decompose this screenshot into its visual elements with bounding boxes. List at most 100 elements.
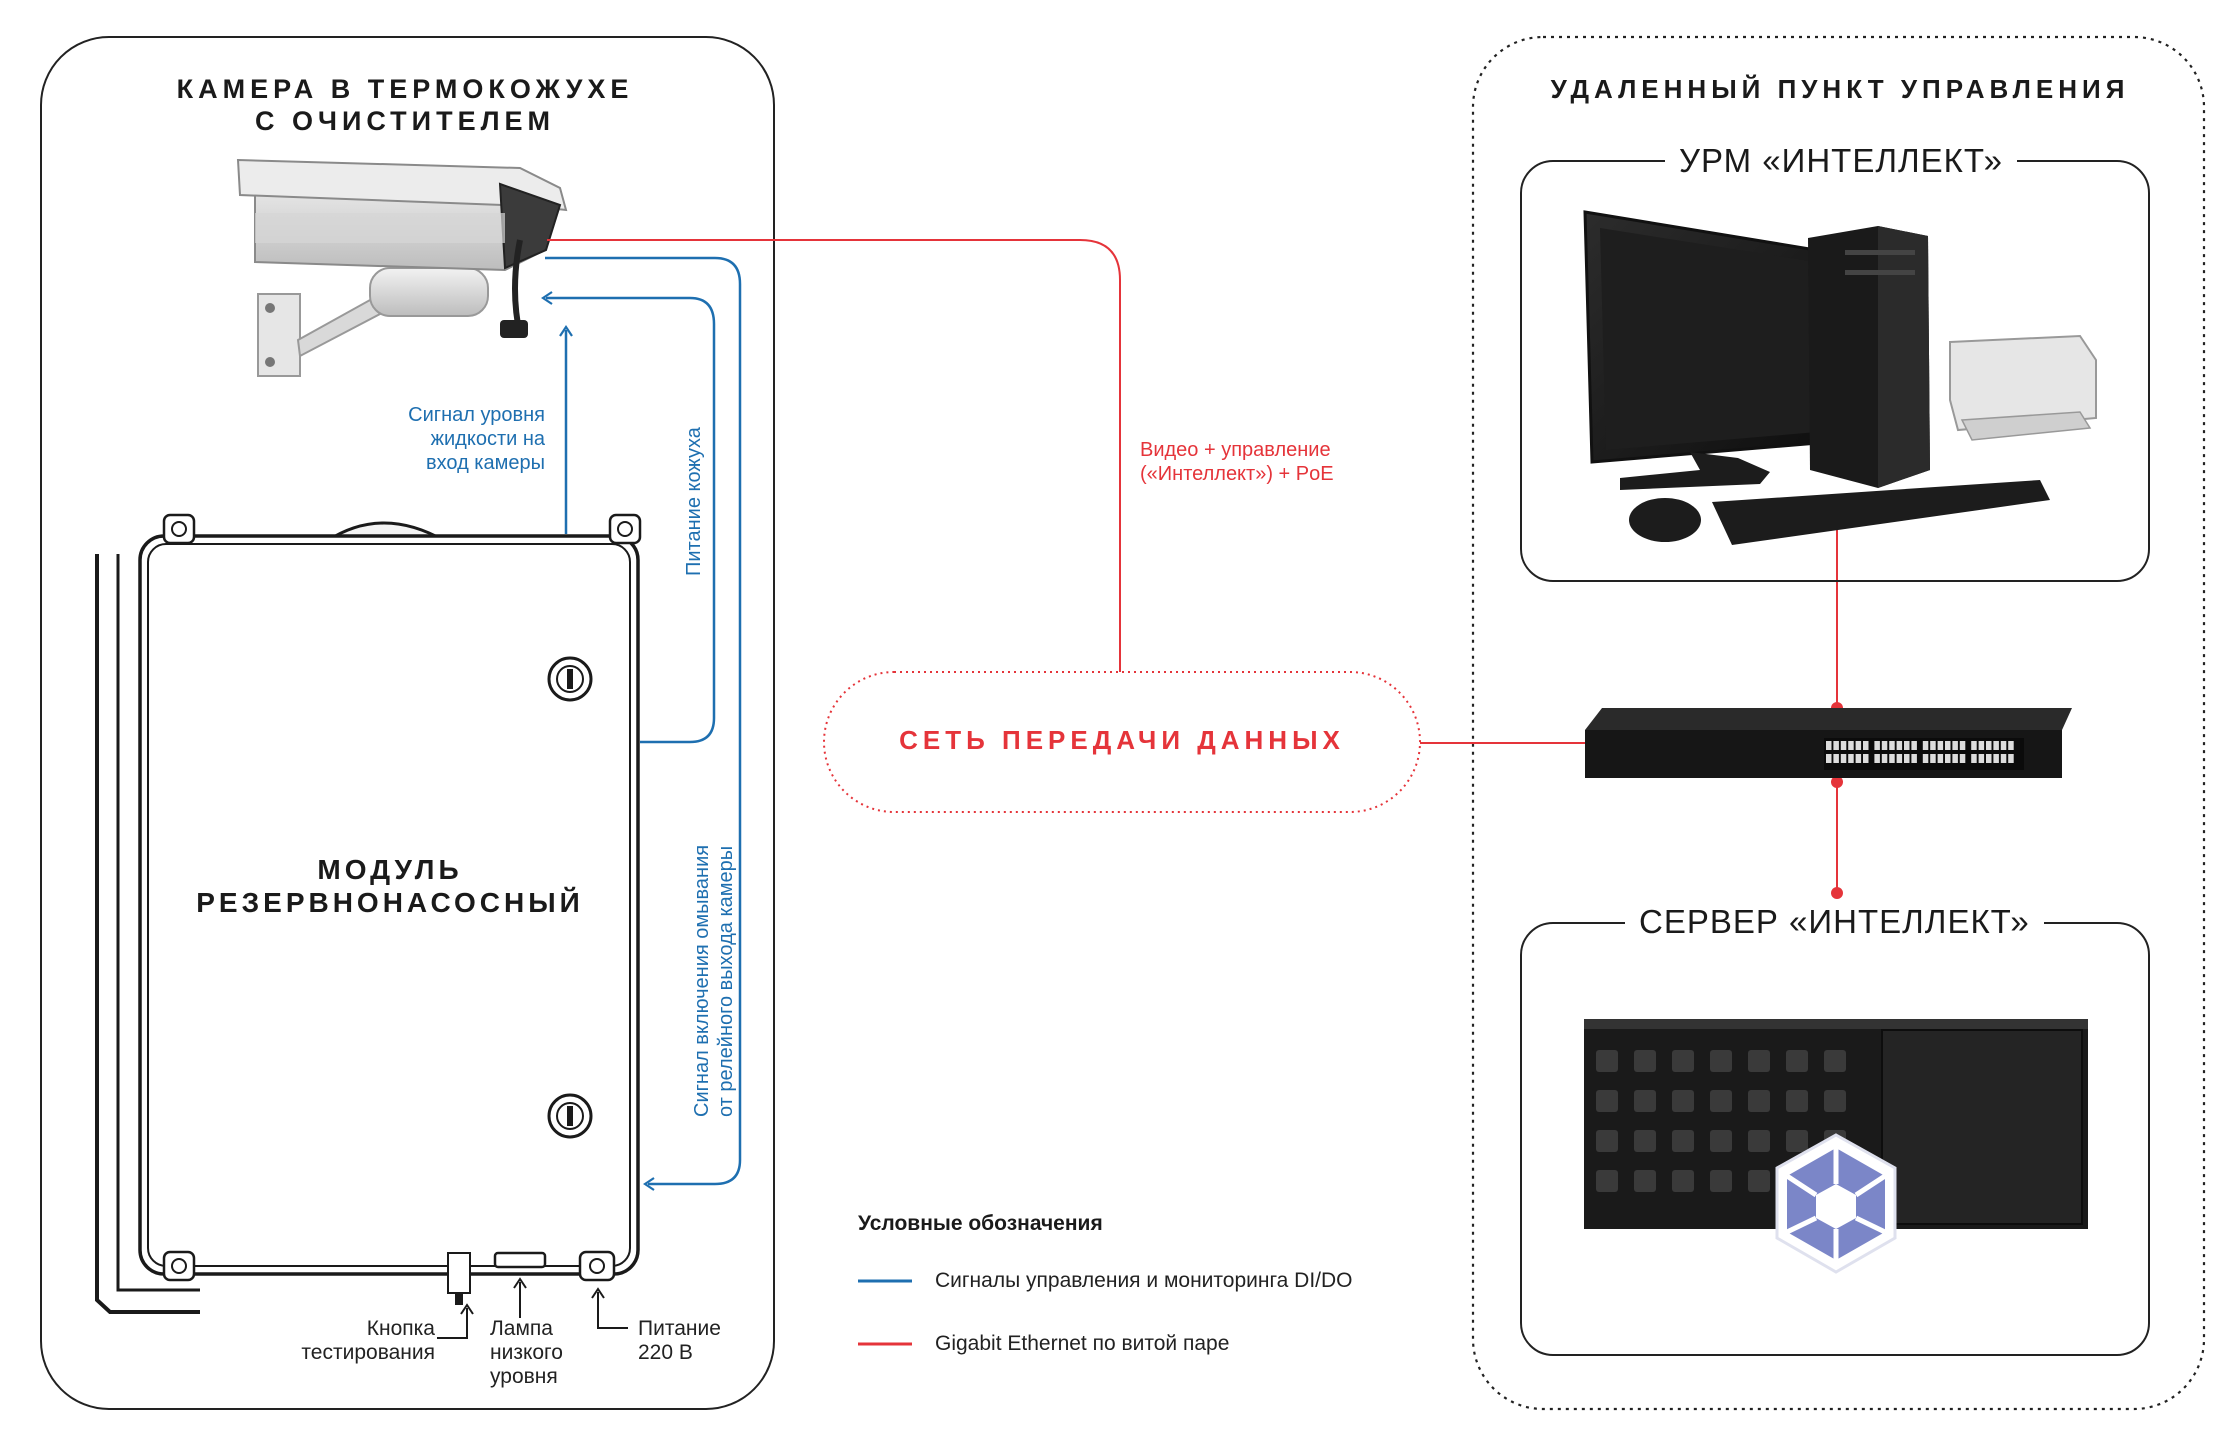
module-title-line-2: РЕЗЕРВНОНАСОСНЫЙ	[196, 887, 584, 918]
server-vents	[1596, 1050, 1846, 1192]
server-vent	[1596, 1050, 1618, 1072]
switch-ports	[1826, 741, 2014, 763]
signal-level-line-1: Сигнал уровня	[408, 404, 545, 426]
low-lamp-line-1: Лампа	[490, 1317, 553, 1340]
video-control-line-1: Видео + управление	[1140, 439, 1331, 461]
network-label: СЕТЬ ПЕРЕДАЧИ ДАННЫХ	[899, 725, 1345, 755]
server-vent	[1824, 1090, 1846, 1112]
switch-port	[1863, 741, 1869, 750]
server-vent	[1786, 1050, 1808, 1072]
switch-port	[1863, 754, 1869, 763]
low-lamp-line-3: уровня	[490, 1365, 558, 1388]
switch-port	[1945, 754, 1951, 763]
switch-port	[1959, 754, 1966, 763]
switch-port	[1826, 741, 1832, 750]
server-vent	[1710, 1130, 1732, 1152]
camera-illustration	[236, 158, 568, 377]
server-vent	[1748, 1090, 1770, 1112]
switch-port	[1978, 754, 1985, 763]
switch-port	[1855, 741, 1862, 750]
switch-port	[1896, 741, 1903, 750]
right-panel-frame	[1471, 35, 2206, 1411]
switch-port	[2000, 754, 2007, 763]
switch-port	[1930, 741, 1936, 750]
signal-level-label: Сигнал уровня жидкости на вход камеры	[345, 403, 545, 475]
server-vent	[1672, 1170, 1694, 1192]
housing-power-line	[541, 291, 716, 744]
server-vent	[1710, 1170, 1732, 1192]
switch-port	[1952, 741, 1958, 750]
switch-port	[1952, 754, 1958, 763]
switch-port	[1889, 741, 1895, 750]
low-lamp-line-2: низкого	[490, 1341, 563, 1364]
test-button-pointer	[437, 1303, 474, 1339]
test-button-label: Кнопка тестирования	[280, 1317, 435, 1365]
switch-port	[1945, 741, 1951, 750]
server-vent	[1634, 1130, 1656, 1152]
switch-port	[1840, 754, 1847, 763]
switch-port	[1922, 754, 1929, 763]
wash-signal-label: Сигнал включения омывания от релейного в…	[690, 845, 738, 1117]
switch-port	[1833, 741, 1839, 750]
switch-port	[1993, 741, 1999, 750]
signal-level-line-2: жидкости на	[430, 428, 545, 450]
camera-title-line-1: КАМЕРА В ТЕРМОКОЖУХЕ	[176, 74, 634, 104]
server-badge-spokes	[1785, 1148, 1887, 1260]
signal-level-line	[549, 326, 567, 532]
power-pointer	[591, 1287, 628, 1329]
power-line-2: 220 В	[638, 1341, 693, 1364]
module-title: МОДУЛЬ РЕЗЕРВНОНАСОСНЫЙ	[150, 853, 630, 919]
server-vent	[1596, 1090, 1618, 1112]
switch-port	[1971, 741, 1977, 750]
switch-port	[1896, 754, 1903, 763]
legend-title: Условные обозначения	[858, 1212, 1103, 1235]
camera-title-line-2: С ОЧИСТИТЕЛЕМ	[254, 106, 556, 136]
server-vent	[1596, 1130, 1618, 1152]
workstation-illustration	[1583, 210, 2097, 545]
switch-port	[1937, 754, 1944, 763]
server-vent	[1824, 1050, 1846, 1072]
server-vent	[1596, 1170, 1618, 1192]
wash-signal-line-1: Сигнал включения омывания	[691, 844, 713, 1117]
switch-port	[1874, 741, 1880, 750]
camera-title: КАМЕРА В ТЕРМОКОЖУХЕ С ОЧИСТИТЕЛЕМ	[150, 73, 660, 137]
wash-signal-line	[545, 256, 742, 1191]
switch-bottom-dot	[1831, 776, 1843, 788]
switch-port	[1986, 754, 1992, 763]
server-vent	[1748, 1130, 1770, 1152]
server-label: СЕРВЕР «ИНТЕЛЛЕКТ»	[1625, 903, 2044, 941]
server-vent	[1748, 1050, 1770, 1072]
server-vent	[1710, 1090, 1732, 1112]
switch-port	[1855, 754, 1862, 763]
switch-port	[2000, 741, 2007, 750]
switch-port	[1911, 754, 1917, 763]
server-node-dot	[1831, 887, 1843, 899]
video-control-label: Видео + управление («Интеллект») + PoE	[1140, 438, 1400, 486]
server-vent	[1634, 1170, 1656, 1192]
server-vent	[1786, 1130, 1808, 1152]
server-vent	[1710, 1050, 1732, 1072]
server-vent	[1672, 1090, 1694, 1112]
workstation-label: УРМ «ИНТЕЛЛЕКТ»	[1665, 142, 2017, 180]
server-vent	[1634, 1090, 1656, 1112]
server-badge-core	[1816, 1184, 1856, 1229]
switch-port	[1911, 741, 1917, 750]
switch-port	[1937, 741, 1944, 750]
housing-power-label: Питание кожуха	[683, 427, 705, 576]
switch-port	[1833, 754, 1839, 763]
power-line-1: Питание	[638, 1317, 721, 1340]
switch-port	[1881, 754, 1888, 763]
switch-port	[1959, 741, 1966, 750]
switch-port	[1874, 754, 1880, 763]
switch-port	[1978, 741, 1985, 750]
test-button-line-2: тестирования	[301, 1341, 435, 1364]
switch-port	[2008, 741, 2014, 750]
test-button-line-1: Кнопка	[366, 1317, 435, 1340]
switch-port	[1930, 754, 1936, 763]
signal-level-line-3: вход камеры	[426, 452, 545, 474]
switch-port	[1904, 741, 1910, 750]
low-lamp-label: Лампа низкого уровня	[490, 1317, 610, 1389]
server-vent	[1672, 1050, 1694, 1072]
